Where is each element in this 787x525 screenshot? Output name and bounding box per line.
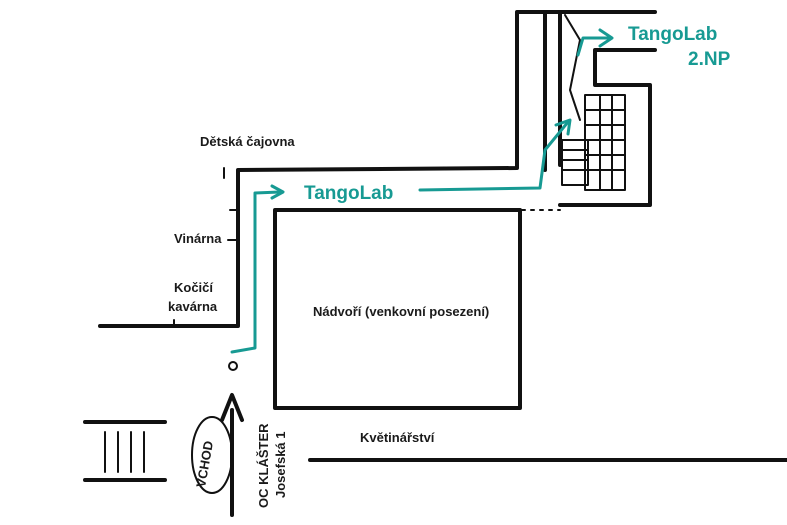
stair-landing [564, 14, 581, 121]
tangolab-main-label: TangoLab [304, 183, 393, 204]
vchod-badge [191, 416, 233, 494]
kocici-label-2: kavárna [168, 299, 218, 314]
vchod-label: VCHOD [193, 440, 216, 489]
josefska-label: Josefská 1 [273, 432, 288, 499]
corridor-ticks [173, 167, 239, 327]
start-marker [228, 361, 238, 371]
route-to-tangolab [230, 120, 570, 354]
tangolab-top-label: TangoLab [628, 24, 717, 45]
route-arrow-b [554, 118, 572, 136]
kocici-label-1: Kočičí [174, 280, 213, 295]
entrance-hatching [104, 431, 145, 473]
route-arrow-c [598, 28, 614, 48]
staircase-left [561, 139, 589, 186]
entrance-arrow-head [220, 393, 244, 422]
tangolab-floor-label: 2.NP [688, 49, 731, 70]
entrance-block [83, 420, 167, 482]
detska-cajovna-label: Dětská čajovna [200, 134, 295, 149]
nadvori-label: Nádvoří (venkovní posezení) [313, 304, 489, 319]
vinarna-label: Vinárna [174, 231, 222, 246]
route-arrow-a [270, 184, 285, 200]
right-building-wall [543, 10, 657, 207]
left-corridor-wall [98, 10, 657, 328]
staircase-right [584, 94, 626, 191]
oc-klaster-label: OC KLÁŠTER [256, 423, 271, 508]
route-to-2np [576, 36, 612, 57]
kvetinarstvi-label: Květinářství [360, 430, 435, 445]
courtyard-outline [273, 208, 522, 410]
